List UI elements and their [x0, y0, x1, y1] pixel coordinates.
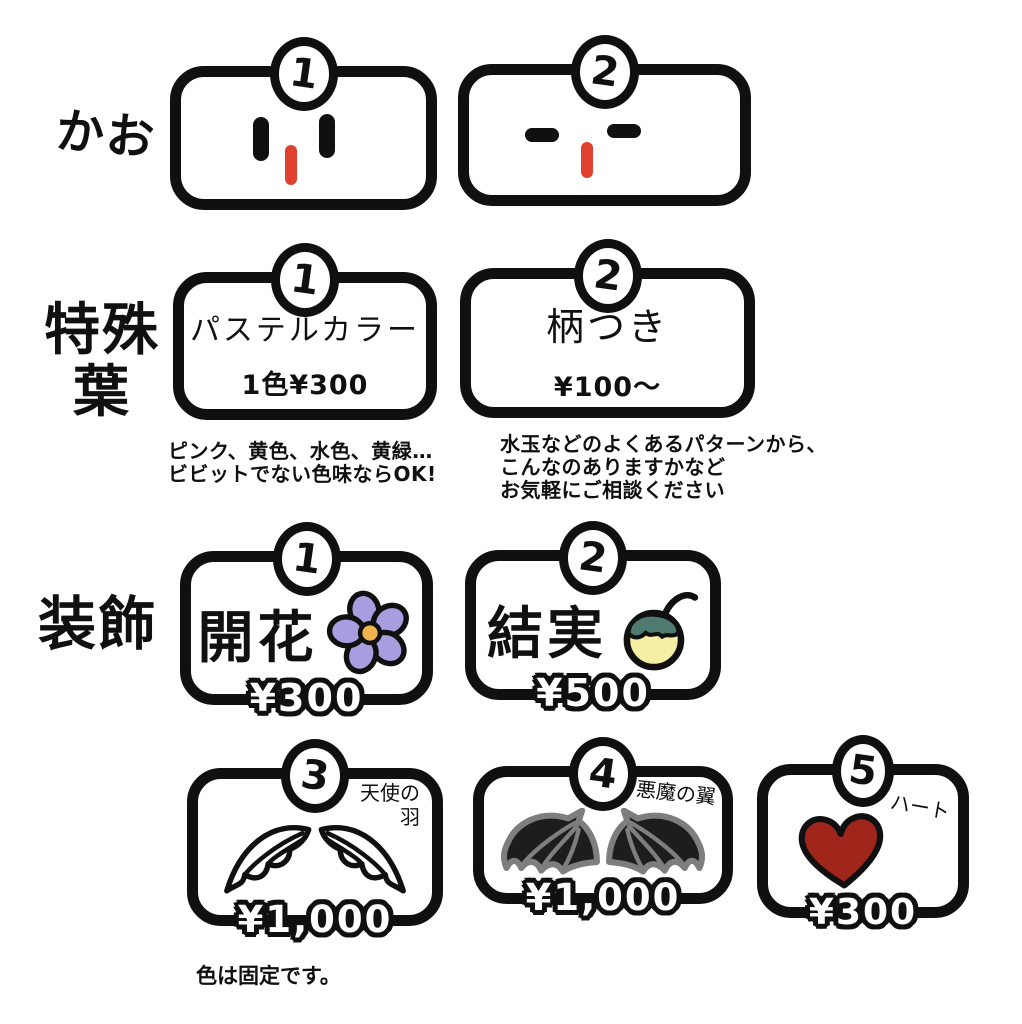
note-line: ピンク、黄色、水色、黄緑… [168, 439, 433, 463]
pastel-color-note: ピンク、黄色、水色、黄緑… ビビットでない色味ならOK! [168, 440, 437, 486]
option-price: ¥300 [249, 676, 364, 720]
option-number-badge: 2 [573, 239, 642, 313]
decoration-option-5-card: 5 ハート ¥300 [757, 735, 969, 933]
pattern-note: 水玉などのよくあるパターンから、 こんなのありますかなど お気軽にご相談ください [500, 433, 827, 502]
option-number-badge: 1 [272, 522, 341, 596]
option-price: ¥300 [808, 892, 918, 933]
right-eye-icon [319, 114, 335, 158]
option-number: 4 [586, 749, 620, 799]
angel-wings-icon [224, 825, 406, 894]
option-title: 天使の 羽 [360, 781, 420, 829]
option-number-badge: 5 [832, 735, 894, 807]
title-line: 天使の [360, 781, 420, 805]
left-eye-icon [253, 117, 269, 161]
option-number: 1 [288, 255, 322, 305]
leaf-option-1-card: 1 パステルカラー 1色¥300 [173, 243, 437, 420]
red-beak-icon [581, 142, 593, 178]
devil-wings-icon [500, 808, 706, 875]
option-price: ¥1,000 [237, 898, 393, 941]
option-number-badge: 1 [271, 243, 339, 317]
option-number: 2 [590, 251, 625, 301]
fruit-icon [623, 591, 699, 671]
option-number: 2 [587, 47, 622, 97]
option-number: 5 [846, 746, 880, 796]
heart-icon [798, 813, 884, 889]
section-label-decoration: 装飾 [38, 590, 159, 658]
footer-note: 色は固定です。 [196, 964, 341, 988]
section-label-special-leaf: 特殊 葉 [34, 300, 170, 424]
decoration-option-1-card: 1 開花 ¥300 [180, 522, 433, 720]
option-price: ¥1,000 [525, 876, 681, 919]
note-line: こんなのありますかなど [500, 455, 726, 479]
option-number: 1 [289, 534, 324, 584]
flower-icon [326, 590, 409, 675]
decoration-option-4-card: 4 悪魔の翼 ¥1,000 [473, 737, 733, 919]
left-eye-icon [525, 128, 559, 142]
option-number-badge: 1 [269, 37, 338, 111]
option-price: 1色¥300 [241, 369, 369, 401]
option-number-badge: 2 [559, 521, 627, 595]
face-option-2-card: 2 [458, 35, 751, 206]
option-title: 開花 [197, 605, 318, 671]
leaf-option-2-card: 2 柄つき ¥100〜 [460, 239, 755, 418]
face-option-1-card: 1 [170, 37, 437, 210]
decoration-option-3-card: 3 天使の 羽 ¥1,000 [187, 739, 443, 941]
section-label-line: 特殊 [44, 298, 160, 363]
option-price: ¥100〜 [553, 372, 662, 403]
section-label-line: 葉 [73, 360, 131, 425]
note-line: ビビットでない色味ならOK! [168, 462, 437, 486]
note-line: 水玉などのよくあるパターンから、 [500, 432, 827, 456]
option-number: 3 [298, 751, 332, 801]
option-title: 結実 [487, 601, 607, 667]
section-label-face: かお [53, 102, 159, 168]
option-price: ¥500 [536, 671, 650, 715]
red-beak-icon [285, 145, 297, 185]
right-eye-icon [607, 124, 641, 138]
option-number-badge: 3 [281, 739, 349, 813]
option-number-badge: 2 [570, 35, 639, 109]
option-title: パステルカラー [189, 312, 421, 348]
option-number: 2 [576, 533, 610, 583]
decoration-option-2-card: 2 結実 ¥500 [465, 521, 721, 715]
note-line: お気軽にご相談ください [500, 478, 726, 502]
option-number: 1 [286, 49, 321, 99]
option-number-badge: 4 [569, 737, 637, 811]
title-line: 羽 [400, 805, 420, 829]
